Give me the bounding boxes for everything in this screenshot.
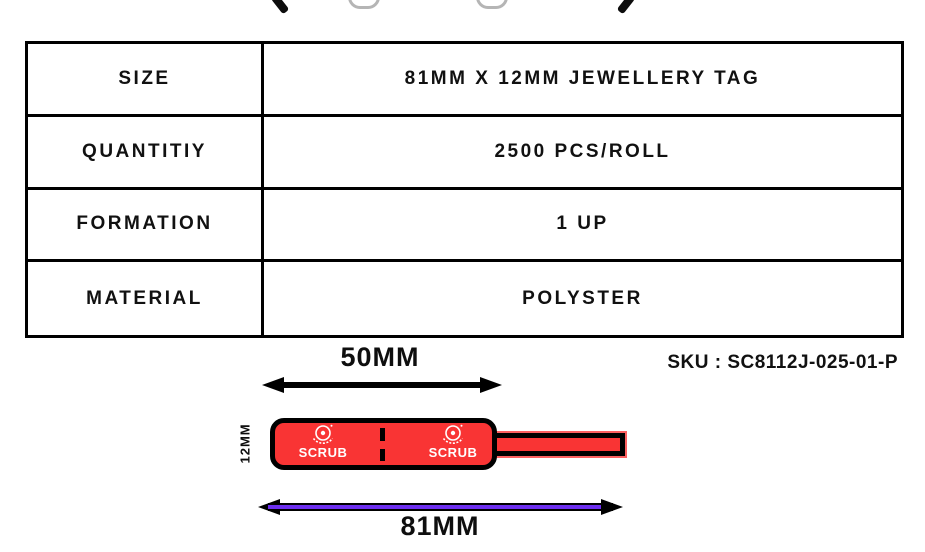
scrub-wordmark: SCRUB	[428, 445, 478, 460]
arrow-shaft	[274, 382, 490, 388]
title-letter-fragment	[348, 0, 380, 9]
tag-tail-strip	[480, 433, 625, 456]
scrub-emblem-icon	[312, 424, 334, 444]
spec-row-formation-label: FORMATION	[28, 189, 264, 263]
arrow-left-head-icon	[262, 377, 284, 393]
scrub-logo: SCRUB	[418, 424, 488, 460]
body-width-dimension-label: 50MM	[340, 342, 420, 372]
spec-row-size-label: SIZE	[28, 44, 264, 117]
scrub-wordmark: SCRUB	[298, 445, 348, 460]
sku-text: SKU : SC8112J-025-01-P	[667, 352, 898, 373]
title-letter-fragment	[476, 0, 508, 9]
open-paren-fragment	[270, 0, 290, 14]
arrow-right-head-icon	[601, 499, 623, 515]
close-paren-fragment	[616, 0, 636, 14]
spec-row-formation-value: 1 UP	[264, 190, 901, 263]
spec-row-material-value: POLYSTER	[522, 287, 643, 309]
clipped-title-fragments	[0, 0, 925, 14]
tag-inner: SCRUB SCRUB	[275, 423, 492, 465]
scrub-emblem-icon	[442, 424, 464, 444]
body-width-arrow	[262, 377, 502, 393]
arrow-shaft	[268, 503, 613, 511]
total-width-dimension-label: 81MM	[400, 511, 480, 541]
spec-table: SIZE 81MM X 12MM JEWELLERY TAG QUANTITIY…	[25, 41, 904, 338]
height-dimension-label: 12MM	[237, 423, 253, 464]
spec-row-quantity-value: 2500 PCS/ROLL	[264, 117, 901, 190]
arrow-right-head-icon	[480, 377, 502, 393]
jewellery-tag-drawing: SCRUB SCRUB	[270, 418, 497, 470]
spec-row-material-label: MATERIAL	[28, 262, 264, 335]
total-width-arrow	[258, 499, 623, 515]
scrub-logo: SCRUB	[288, 424, 358, 460]
spec-row-quantity-label: QUANTITIY	[28, 116, 264, 190]
spec-row-size-value: 81MM X 12MM JEWELLERY TAG	[264, 44, 901, 117]
perforation-dashed-line	[380, 428, 385, 461]
